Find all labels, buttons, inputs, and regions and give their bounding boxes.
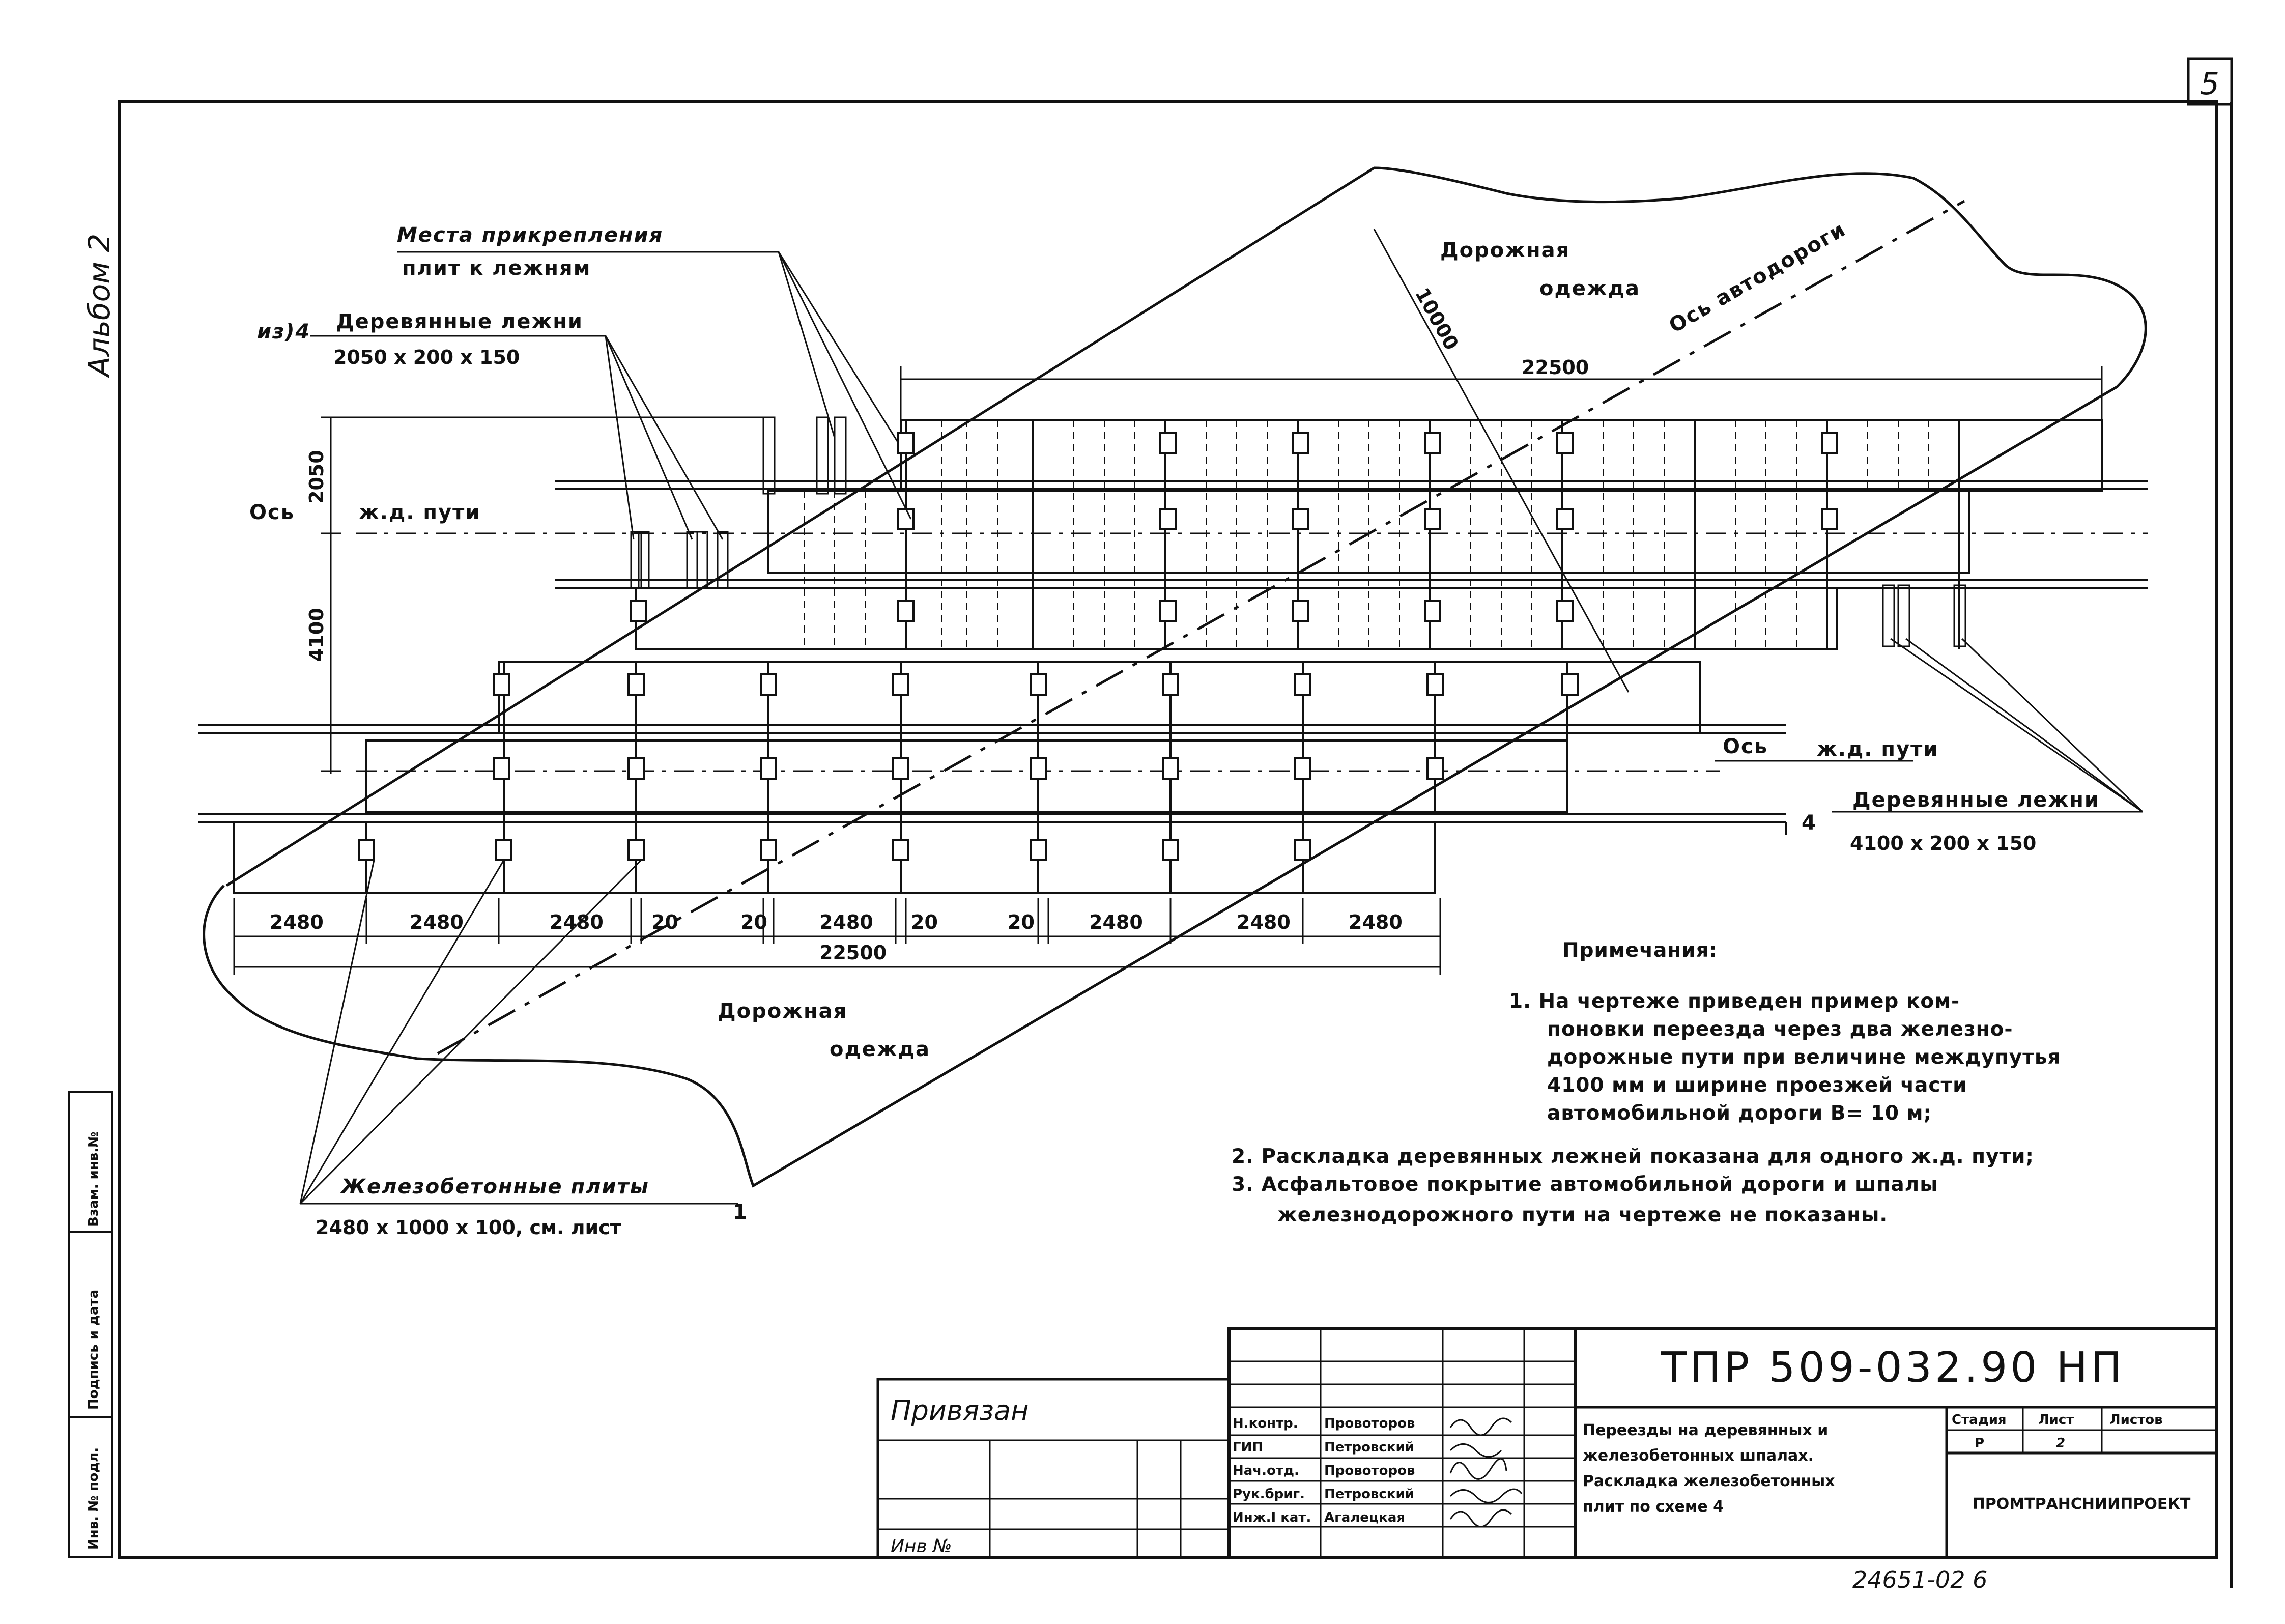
rail-axis-left-b: ж.д. пути bbox=[359, 501, 480, 524]
bottom-code: 24651-02 6 bbox=[1852, 1566, 1987, 1593]
note-2: 2. Раскладка деревянных лежней показана … bbox=[1232, 1145, 2034, 1168]
name-1: Провоторов bbox=[1324, 1416, 1415, 1431]
bottom-dim-6: 2480 bbox=[819, 911, 873, 933]
desc-line-3: Раскладка железобетонных bbox=[1583, 1472, 1835, 1490]
rail-axis-left-a: Ось bbox=[249, 501, 295, 524]
name-3: Провоторов bbox=[1324, 1463, 1415, 1478]
track-2-slab-joints bbox=[365, 662, 1568, 893]
bottom-dim-3: 2480 bbox=[550, 911, 604, 933]
note-1-line-5: автомобильной дороги B= 10 м; bbox=[1547, 1102, 1932, 1125]
wooden-sleepers-left-qty: из)4 bbox=[257, 320, 310, 344]
bottom-dim-10: 2480 bbox=[1237, 911, 1291, 933]
road-surface-top-2: одежда bbox=[1539, 277, 1640, 300]
album-label: Альбом 2 bbox=[82, 234, 117, 379]
road-surface-bottom-2: одежда bbox=[830, 1038, 930, 1061]
role-1: Н.контр. bbox=[1233, 1416, 1298, 1431]
side-stamp-replace: Взам. инв.№ bbox=[86, 1132, 101, 1227]
note-3-line-1: 3. Асфальтовое покрытие автомобильной до… bbox=[1232, 1173, 1938, 1196]
road-surface-top-1: Дорожная bbox=[1440, 239, 1570, 262]
desc-line-4: плит по схеме 4 bbox=[1583, 1498, 1724, 1516]
note-1-line-1: 1. На чертеже приведен пример ком- bbox=[1509, 990, 1960, 1013]
dim-bottom-22500: 22500 bbox=[819, 942, 887, 964]
privyazan-label: Привязан bbox=[891, 1394, 1029, 1427]
side-stamp-signature: Подпись и дата bbox=[86, 1290, 101, 1410]
bottom-dim-4: 20 bbox=[651, 911, 678, 933]
wooden-sleepers-left-size: 2050 x 200 x 150 bbox=[333, 346, 520, 368]
inv-no-label: Инв № bbox=[891, 1536, 952, 1557]
signatures bbox=[1449, 1417, 1523, 1528]
organization-name: ПРОМТРАНСНИИПРОЕКТ bbox=[1973, 1495, 2191, 1513]
desc-line-2: железобетонных шпалах. bbox=[1583, 1447, 1814, 1465]
track-1-hatching bbox=[804, 420, 1929, 649]
rail-axis-right-a: Ось bbox=[1723, 735, 1768, 758]
bottom-dim-7: 20 bbox=[911, 911, 938, 933]
wooden-sleepers-right-qty: 4 bbox=[1802, 811, 1817, 835]
wooden-sleepers-left-label: Деревянные лежни bbox=[336, 310, 583, 333]
title-block-doc-code: ТПР 509-032.90 НП bbox=[1661, 1344, 2125, 1392]
sheets-label: Листов bbox=[2109, 1412, 2163, 1428]
name-5: Агалецкая bbox=[1324, 1510, 1405, 1525]
rc-slabs-qty: 1 bbox=[733, 1201, 748, 1224]
stage-label: Стадия bbox=[1952, 1412, 2007, 1428]
wooden-sleepers-right-size: 4100 x 200 x 150 bbox=[1850, 832, 2036, 854]
side-stamp-inventory: Инв. № подл. bbox=[86, 1447, 101, 1550]
bottom-dim-9: 2480 bbox=[1089, 911, 1143, 933]
road-axis-label: Ось автодороги bbox=[1665, 217, 1850, 337]
wooden-sleepers-right-label: Деревянные лежни bbox=[1852, 788, 2100, 812]
note-3-line-2: железнодорожного пути на чертеже не пока… bbox=[1277, 1204, 1888, 1227]
dimension-lines bbox=[233, 229, 2103, 975]
dim-2050: 2050 bbox=[305, 450, 328, 504]
bottom-dim-2: 2480 bbox=[410, 911, 464, 933]
track-1 bbox=[356, 416, 2148, 650]
track-2 bbox=[198, 661, 1787, 894]
title-block-grid bbox=[876, 1327, 2218, 1559]
rc-slabs-label: Железобетонные плиты bbox=[339, 1175, 649, 1199]
dim-4100: 4100 bbox=[305, 608, 328, 662]
road-axis-line bbox=[437, 200, 1965, 1055]
bottom-dim-1: 2480 bbox=[270, 911, 324, 933]
sheet-number: 5 bbox=[2200, 66, 2219, 102]
rc-slabs-size: 2480 x 1000 x 100, см. лист bbox=[316, 1216, 621, 1239]
road-surface-bottom-1: Дорожная bbox=[718, 1000, 847, 1023]
leader-lines bbox=[299, 251, 2144, 1205]
role-2: ГИП bbox=[1233, 1440, 1263, 1455]
notes-title: Примечания: bbox=[1562, 939, 1718, 962]
bottom-dim-11: 2480 bbox=[1349, 911, 1403, 933]
stage-value: Р bbox=[1975, 1436, 1984, 1451]
role-3: Нач.отд. bbox=[1233, 1463, 1299, 1478]
attach-places-label-2: плит к лежням bbox=[402, 257, 591, 280]
sheet-value: 2 bbox=[2056, 1436, 2065, 1451]
sheet-label: Лист bbox=[2038, 1412, 2074, 1428]
name-4: Петровский bbox=[1324, 1487, 1414, 1502]
slab-connectors bbox=[358, 432, 1838, 861]
road-surface-outline bbox=[203, 166, 2147, 1188]
bottom-dim-8: 20 bbox=[1008, 911, 1035, 933]
role-5: Инж.I кат. bbox=[1233, 1510, 1311, 1525]
notes-block: Примечания: 1. На чертеже приведен приме… bbox=[1232, 939, 2061, 1227]
desc-line-1: Переезды на деревянных и bbox=[1583, 1421, 1828, 1439]
note-1-line-2: поновки переезда через два железно- bbox=[1547, 1018, 2013, 1041]
dim-top-22500: 22500 bbox=[1522, 356, 1589, 379]
note-1-line-4: 4100 мм и ширине проезжей части bbox=[1547, 1074, 1967, 1097]
side-stamp bbox=[68, 1091, 113, 1558]
rail-axis-right-b: ж.д. пути bbox=[1817, 737, 1938, 761]
attach-places-label: Места прикрепления bbox=[397, 223, 663, 247]
bottom-dim-5: 20 bbox=[740, 911, 767, 933]
name-2: Петровский bbox=[1324, 1440, 1414, 1455]
role-4: Рук.бриг. bbox=[1233, 1487, 1305, 1502]
note-1-line-3: дорожные пути при величине междупутья bbox=[1547, 1046, 2061, 1069]
